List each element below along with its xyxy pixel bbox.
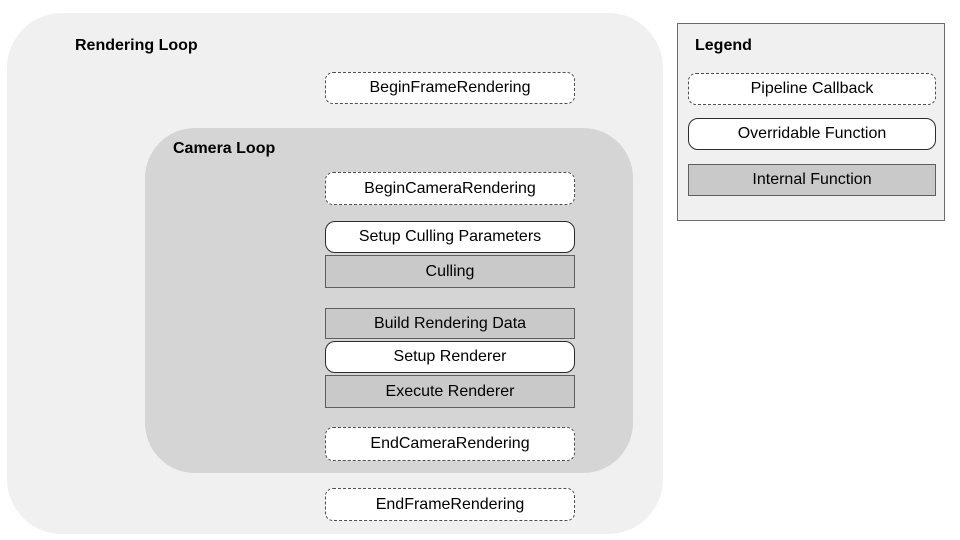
node-begin-camera-rendering: BeginCameraRendering [325,172,575,205]
legend-item-internal-function: Internal Function [688,164,936,196]
camera-loop-label: Camera Loop [173,140,276,157]
node-begin-frame-rendering: BeginFrameRendering [325,72,575,104]
legend-item-pipeline-callback: Pipeline Callback [688,73,936,105]
node-execute-renderer: Execute Renderer [325,375,575,408]
node-build-rendering-data: Build Rendering Data [325,308,575,339]
node-setup-culling-parameters: Setup Culling Parameters [325,221,575,253]
rendering-loop-label: Rendering Loop [75,37,198,54]
node-culling: Culling [325,255,575,288]
node-setup-renderer: Setup Renderer [325,341,575,373]
legend-panel: Legend Pipeline Callback Overridable Fun… [677,23,945,221]
legend-item-overridable-function: Overridable Function [688,118,936,150]
node-end-frame-rendering: EndFrameRendering [325,488,575,521]
legend-title: Legend [695,37,752,54]
node-end-camera-rendering: EndCameraRendering [325,427,575,461]
